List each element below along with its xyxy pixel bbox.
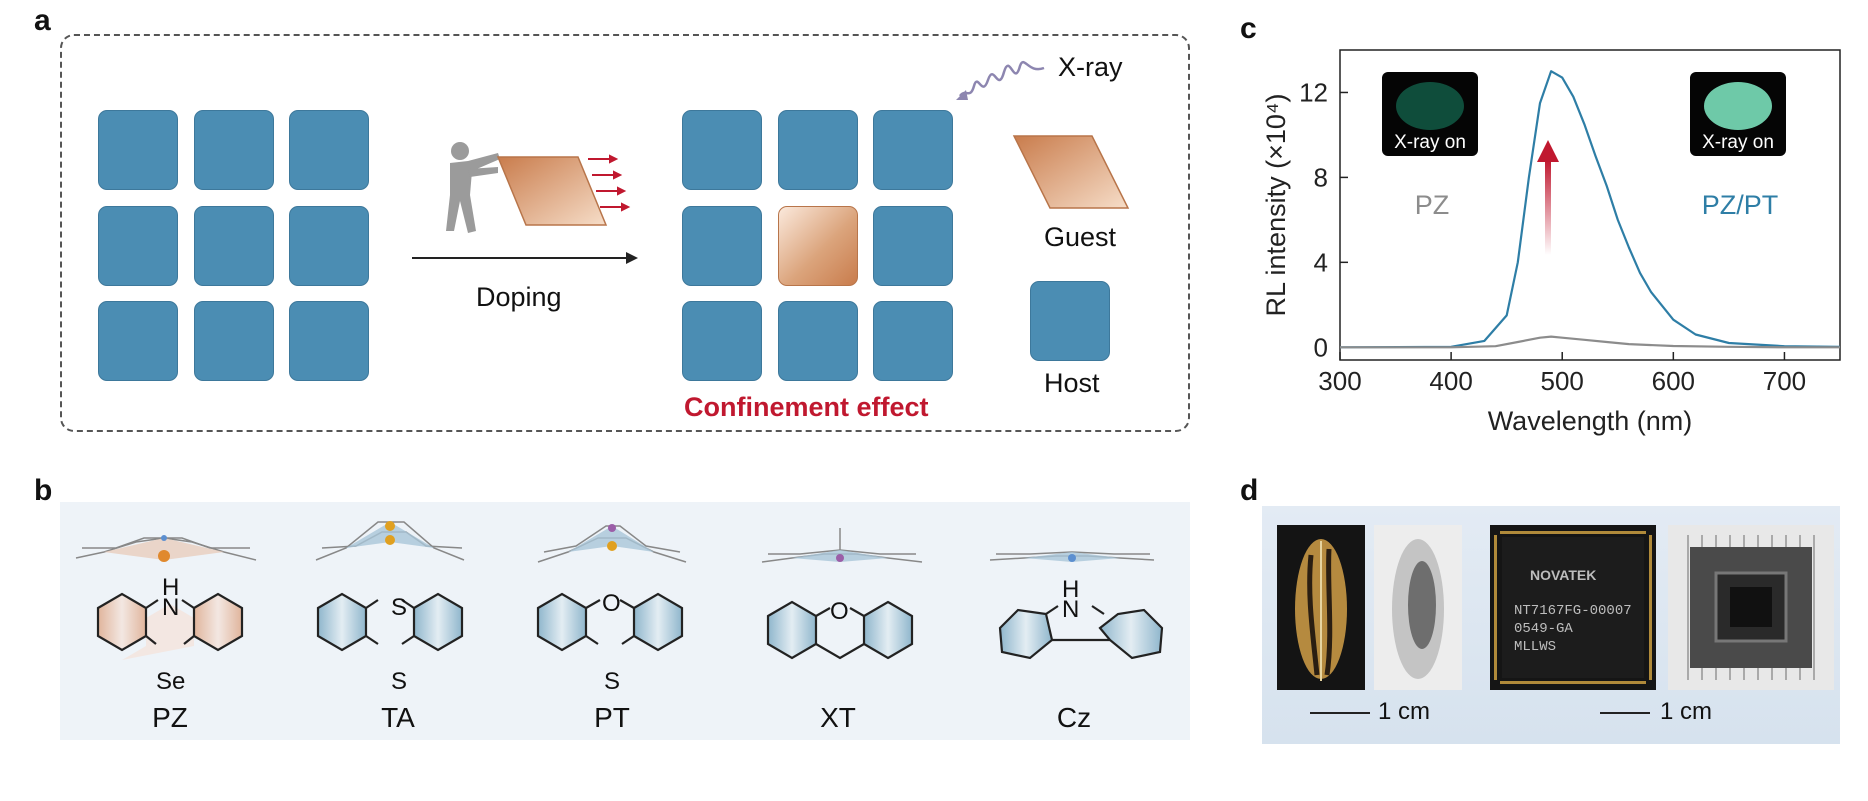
x-tick-label: 500: [1541, 366, 1584, 396]
scale-label-right: 1 cm: [1660, 698, 1713, 725]
molecule-label-pz: PZ: [152, 702, 188, 733]
molecule-structures: [75, 521, 1164, 660]
guest-legend-icon: [1012, 135, 1130, 209]
inset-pz-text: X-ray on: [1394, 132, 1466, 153]
confinement-effect-label: Confinement effect: [684, 392, 929, 422]
cz-top-atom-h: H: [1062, 576, 1080, 603]
series-line-pz: [1340, 335, 1840, 349]
molecule-label-xt: XT: [820, 702, 856, 733]
y-tick-label: 12: [1299, 77, 1328, 107]
host-cell: [778, 110, 858, 190]
host-grid-right: [682, 110, 958, 386]
host-cell: [98, 110, 178, 190]
guest-label: Guest: [1044, 222, 1117, 252]
host-cell: [778, 301, 858, 381]
y-tick-label: 4: [1314, 247, 1328, 277]
host-cell: [682, 110, 762, 190]
host-cell: [682, 206, 762, 286]
cz-top-atom-n: N: [1062, 596, 1080, 623]
host-grid-left: [98, 110, 374, 386]
guest-cell: [778, 206, 858, 286]
ta-bottom-atom: S: [391, 668, 408, 695]
chip-pins: [1494, 531, 1652, 684]
molecule-label-cz: Cz: [1056, 702, 1092, 733]
host-cell: [289, 301, 369, 381]
host-legend-icon: [1030, 281, 1110, 361]
host-cell: [873, 110, 953, 190]
host-cell: [873, 301, 953, 381]
chip-xray-image: [1668, 525, 1834, 690]
molecule-label-pt: PT: [594, 702, 630, 733]
chip-line-3: MLLWS: [1514, 639, 1557, 655]
x-tick-label: 400: [1429, 366, 1472, 396]
y-tick-label: 0: [1314, 332, 1328, 362]
panel-c-letter: c: [1240, 12, 1257, 45]
x-tick-label: 300: [1318, 366, 1361, 396]
host-label: Host: [1044, 368, 1100, 398]
chip-line-2: 0549-GA: [1514, 621, 1573, 637]
scale-label-left: 1 cm: [1378, 698, 1431, 725]
chip-brand: NOVATEK: [1530, 567, 1597, 583]
person-pushing-icon: [446, 142, 631, 233]
ta-top-atom: S: [391, 594, 408, 621]
y-tick-label: 8: [1314, 162, 1328, 192]
x-axis-label: Wavelength (nm): [1488, 406, 1693, 436]
pz-top-atom-h: H: [162, 574, 180, 601]
scale-bar-right: [1600, 712, 1650, 714]
inset-pzpt-text: X-ray on: [1702, 132, 1774, 153]
chip-photo: NOVATEK NT7167FG-00007 0549-GA MLLWS: [1490, 525, 1656, 690]
chart-series: [1339, 70, 1841, 349]
annotation-pz: PZ: [1415, 190, 1450, 220]
doping-arrow: [412, 252, 638, 264]
seed-xray-image: [1374, 525, 1462, 690]
xray-label: X-ray: [1058, 52, 1123, 82]
host-cell: [194, 110, 274, 190]
host-cell: [98, 301, 178, 381]
host-cell: [194, 206, 274, 286]
xray-wave-icon: [956, 60, 1045, 100]
doping-label: Doping: [476, 282, 562, 312]
host-cell: [98, 206, 178, 286]
host-cell: [873, 206, 953, 286]
host-cell: [289, 110, 369, 190]
series-line-pz-pt: [1339, 70, 1841, 349]
seed-photo: [1277, 525, 1365, 690]
molecule-label-ta: TA: [381, 702, 415, 733]
pt-top-atom: O: [602, 590, 621, 617]
scale-bar-left: [1310, 712, 1370, 714]
host-cell: [682, 301, 762, 381]
panel-d-letter: d: [1240, 474, 1259, 507]
x-tick-label: 600: [1652, 366, 1695, 396]
panel-a-frame: [60, 34, 1190, 432]
y-axis-label: RL intensity (×10⁴): [1261, 94, 1291, 317]
x-tick-label: 700: [1763, 366, 1806, 396]
host-cell: [194, 301, 274, 381]
plot-frame: [1339, 49, 1841, 361]
annotation-pzpt: PZ/PT: [1702, 190, 1779, 220]
pz-bottom-atom: Se: [156, 668, 186, 695]
host-cell: [289, 206, 369, 286]
increase-arrow: [1545, 160, 1551, 255]
panel-b-letter: b: [34, 474, 53, 507]
panel-a-letter: a: [34, 4, 51, 37]
pt-bottom-atom: S: [604, 668, 621, 695]
chip-line-1: NT7167FG-00007: [1514, 603, 1632, 619]
xt-top-atom: O: [830, 598, 849, 625]
guest-parallelogram: [496, 156, 608, 226]
pz-top-atom-n: N: [162, 594, 180, 621]
